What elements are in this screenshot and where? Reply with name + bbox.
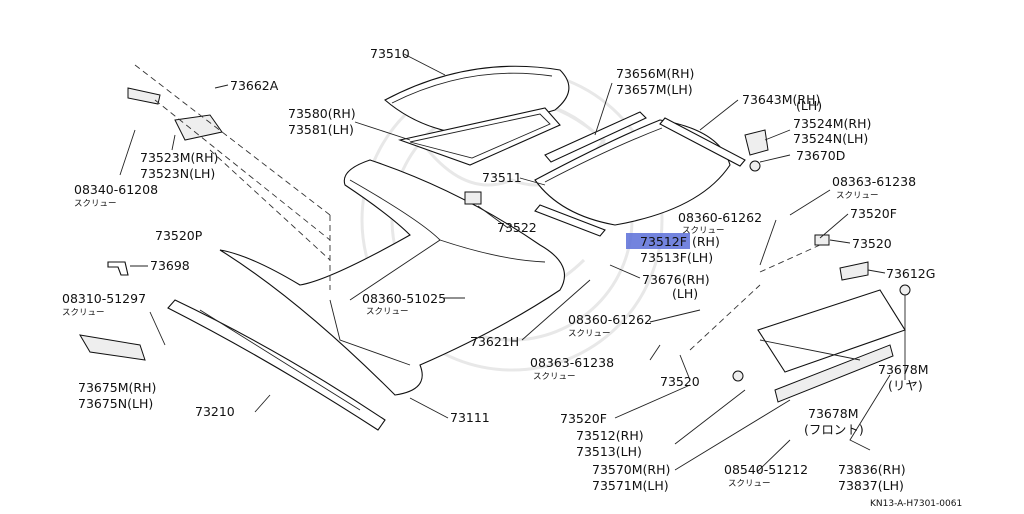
label-73678m-rear-note: (リヤ) <box>888 378 923 393</box>
part-73675-bracket[interactable] <box>79 334 146 361</box>
label-73512[interactable]: 73512(RH) <box>576 428 644 443</box>
label-08360-61262-a-screw: スクリュー <box>682 226 725 236</box>
label-08360-61262-b-screw: スクリュー <box>568 329 611 339</box>
label-73662a[interactable]: 73662A <box>230 78 279 93</box>
part-73570-drive[interactable] <box>757 289 906 403</box>
label-73524n[interactable]: 73524N(LH) <box>793 131 868 146</box>
part-73210-header[interactable] <box>167 299 386 431</box>
label-73520-a[interactable]: 73520 <box>852 236 892 251</box>
leader-lines <box>119 53 906 473</box>
label-73510[interactable]: 73510 <box>370 46 410 61</box>
label-73837[interactable]: 73837(LH) <box>838 478 904 493</box>
label-08360-61262-b[interactable]: 08360-61262 <box>568 312 652 327</box>
part-73612g[interactable] <box>839 261 869 281</box>
label-73570m[interactable]: 73570M(RH) <box>592 462 670 477</box>
label-08540[interactable]: 08540-51212 <box>724 462 808 477</box>
label-73643m[interactable]: 73643M(RH) <box>742 92 820 107</box>
label-08340[interactable]: 08340-61208 <box>74 182 158 197</box>
label-73643m-lh[interactable]: (LH) <box>796 98 822 113</box>
label-08363-61238-a-screw: スクリュー <box>836 191 879 201</box>
label-08360-51025[interactable]: 08360-51025 <box>362 291 446 306</box>
part-labels: 73510 73662A 73580(RH) 73581(LH) 73523M(… <box>62 46 962 509</box>
label-73678m-front[interactable]: 73678M <box>808 406 859 421</box>
label-73524m[interactable]: 73524M(RH) <box>793 116 871 131</box>
label-73523m[interactable]: 73523M(RH) <box>140 150 218 165</box>
label-73621h[interactable]: 73621H <box>470 334 519 349</box>
label-73520-b[interactable]: 73520 <box>660 374 700 389</box>
label-73513f[interactable]: 73513F(LH) <box>640 250 713 265</box>
label-73111[interactable]: 73111 <box>450 410 490 425</box>
label-08360-61262-a[interactable]: 08360-61262 <box>678 210 762 225</box>
part-73656-rail[interactable] <box>544 111 647 163</box>
label-08540-screw: スクリュー <box>728 479 771 489</box>
label-73511[interactable]: 73511 <box>482 170 522 185</box>
label-73580[interactable]: 73580(RH) <box>288 106 356 121</box>
label-73612g[interactable]: 73612G <box>886 266 935 281</box>
label-73676-lh[interactable]: (LH) <box>672 286 698 301</box>
label-73836[interactable]: 73836(RH) <box>838 462 906 477</box>
part-73698-hose[interactable] <box>107 261 129 276</box>
label-73678m-front-note: (フロント) <box>804 422 864 437</box>
part-73111-roof[interactable] <box>219 159 565 396</box>
label-73523n[interactable]: 73523N(LH) <box>140 166 215 181</box>
label-73656m[interactable]: 73656M(RH) <box>616 66 694 81</box>
label-73670d[interactable]: 73670D <box>796 148 845 163</box>
part-73523-bracket[interactable] <box>127 87 223 141</box>
label-08340-screw: スクリュー <box>74 199 117 209</box>
reference-lines <box>134 64 821 351</box>
label-73210[interactable]: 73210 <box>195 404 235 419</box>
label-08360-51025-screw: スクリュー <box>366 307 409 317</box>
label-73522[interactable]: 73522 <box>497 220 537 235</box>
label-73657m[interactable]: 73657M(LH) <box>616 82 693 97</box>
diagram-code: KN13-A-H7301-0061 <box>870 499 962 509</box>
label-73512f-rh[interactable]: (RH) <box>692 234 720 249</box>
label-73581[interactable]: 73581(LH) <box>288 122 354 137</box>
label-73520f-a[interactable]: 73520F <box>850 206 897 221</box>
part-73511-panel[interactable] <box>534 119 731 226</box>
part-73520-clip[interactable] <box>814 234 830 246</box>
label-73675n[interactable]: 73675N(LH) <box>78 396 153 411</box>
part-73670d[interactable] <box>749 160 761 172</box>
highlight-73512f <box>626 233 690 249</box>
part-73676-rail[interactable] <box>534 204 606 237</box>
label-08310[interactable]: 08310-51297 <box>62 291 146 306</box>
label-08363-61238-a[interactable]: 08363-61238 <box>832 174 916 189</box>
label-73520f-b[interactable]: 73520F <box>560 411 607 426</box>
label-73571m[interactable]: 73571M(LH) <box>592 478 669 493</box>
label-73678m-rear[interactable]: 73678M <box>878 362 929 377</box>
label-73513[interactable]: 73513(LH) <box>576 444 642 459</box>
part-73522[interactable] <box>464 191 482 205</box>
label-73512f[interactable]: 73512F <box>640 234 687 249</box>
part-73524-bracket[interactable] <box>744 129 769 156</box>
part-73643-rail[interactable] <box>659 117 746 167</box>
label-73520p[interactable]: 73520P <box>155 228 203 243</box>
label-08363-61238-b[interactable]: 08363-61238 <box>530 355 614 370</box>
label-73698[interactable]: 73698 <box>150 258 190 273</box>
label-73675m[interactable]: 73675M(RH) <box>78 380 156 395</box>
label-73676-rh[interactable]: 73676(RH) <box>642 272 710 287</box>
label-08310-screw: スクリュー <box>62 308 105 318</box>
part-73580-frame[interactable] <box>398 107 561 166</box>
label-08363-61238-b-screw: スクリュー <box>533 372 576 382</box>
